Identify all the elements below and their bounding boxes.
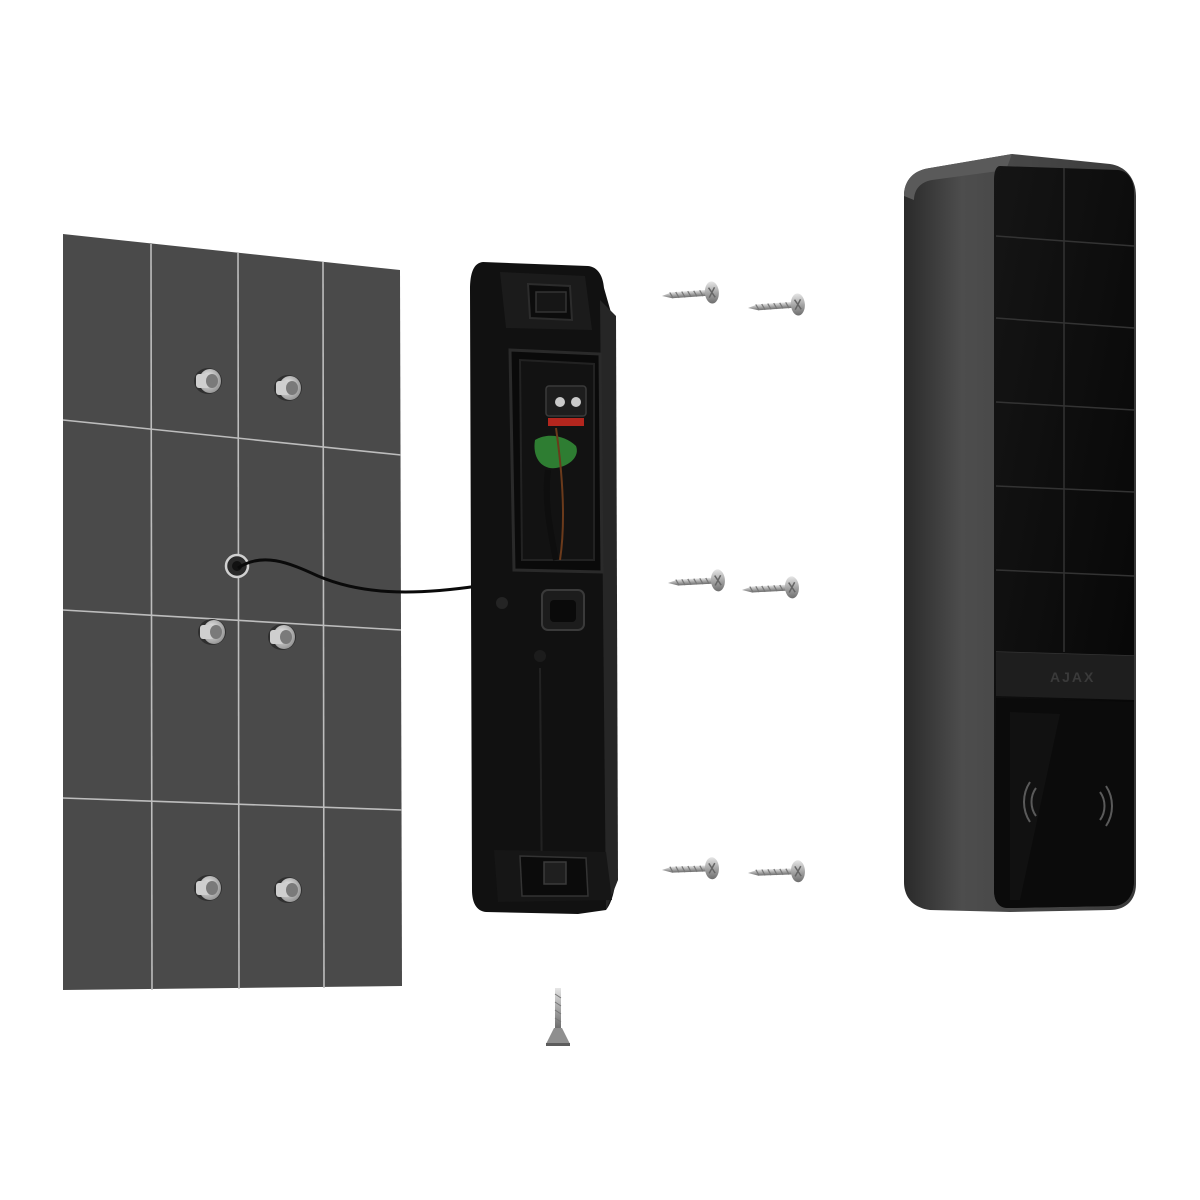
contactless-icon bbox=[1099, 785, 1113, 827]
wire-outlet bbox=[541, 589, 585, 631]
screw bbox=[746, 859, 807, 885]
tile-grout-lines bbox=[62, 243, 403, 991]
tiled-wall bbox=[62, 234, 403, 991]
mounting-screws bbox=[660, 280, 807, 885]
screw bbox=[746, 292, 807, 320]
keypad-device: AJAX bbox=[904, 154, 1136, 912]
cable-entry-hole bbox=[224, 553, 250, 579]
screw bbox=[660, 280, 721, 308]
screw bbox=[740, 575, 801, 602]
mounting-plate bbox=[470, 262, 618, 914]
terminal-block bbox=[545, 385, 587, 426]
wall-anchor bbox=[194, 875, 222, 901]
wall-anchor bbox=[194, 368, 222, 394]
brand-logo-icon: AJAX bbox=[1050, 669, 1095, 685]
wall-anchor bbox=[198, 619, 226, 645]
power-cable bbox=[237, 558, 479, 594]
wall-anchor bbox=[268, 624, 296, 650]
screw bbox=[660, 856, 721, 882]
screw bbox=[666, 568, 727, 595]
contactless-icon bbox=[1023, 781, 1037, 823]
wall-anchor bbox=[274, 877, 302, 903]
wall-anchor bbox=[274, 375, 302, 401]
locking-screw bbox=[546, 988, 570, 1046]
